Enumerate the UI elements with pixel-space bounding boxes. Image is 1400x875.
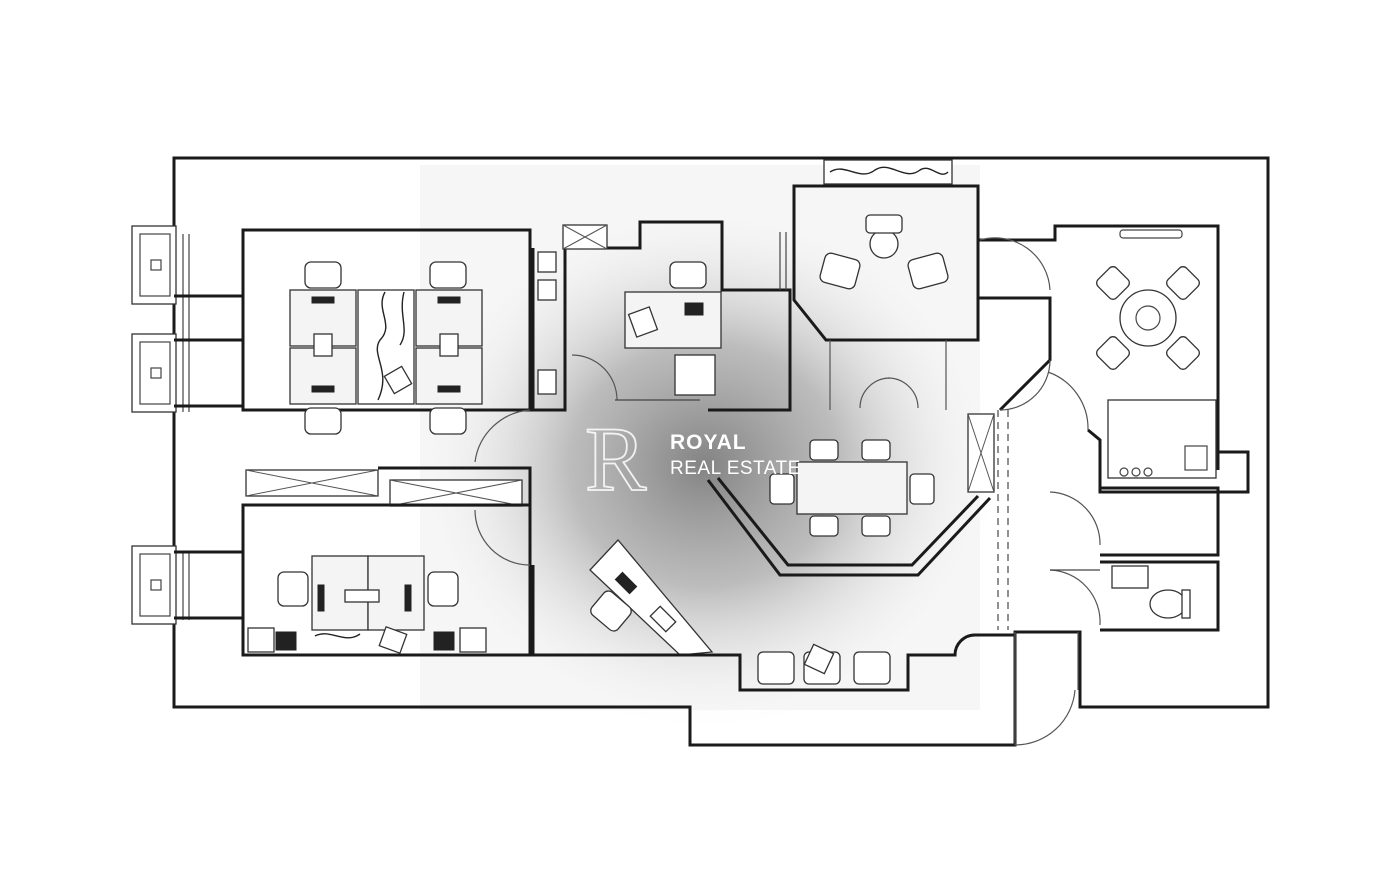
meeting-nook — [792, 159, 980, 410]
logo-monogram: R — [585, 408, 647, 510]
right-corridor — [967, 224, 1220, 746]
office-bottom-left — [247, 555, 487, 654]
kitchen-dining — [1047, 229, 1250, 557]
storage-cabinets-left — [245, 409, 532, 566]
logo-subtitle: REAL ESTATE — [670, 458, 801, 479]
waiting-area — [757, 643, 891, 685]
reception-desk — [531, 539, 1015, 692]
centre-office — [531, 220, 792, 412]
wc-room — [1049, 560, 1220, 632]
left-window-bays — [131, 225, 245, 625]
royal-logo-watermark: R ROYAL REAL ESTATE — [584, 407, 801, 511]
office-top-left — [289, 261, 483, 435]
logo-title: ROYAL — [670, 431, 747, 454]
conference-room — [706, 439, 992, 577]
